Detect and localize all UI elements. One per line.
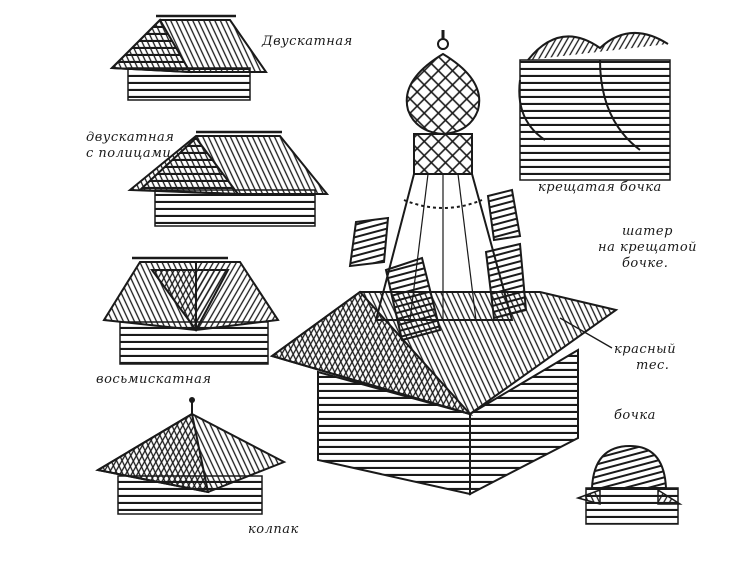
central-church-with-tent-and-dome	[269, 30, 619, 496]
gable-roof-with-shelves-house	[127, 130, 330, 227]
label-gable-with-shelves-line2: с полицами	[86, 146, 172, 161]
cross-barrel-roof-fragment	[518, 31, 671, 181]
label-gable: Двускатная	[262, 34, 353, 49]
eight-slope-roof-house	[102, 256, 280, 365]
label-barrel: бочка	[614, 408, 656, 423]
barrel-roof-house	[575, 444, 683, 525]
label-tent-line3: бочке.	[622, 256, 669, 271]
label-eight-slope: восьмискатная	[96, 372, 212, 387]
label-tent-line1: шатер	[622, 224, 673, 239]
cap-roof-house	[95, 397, 287, 515]
label-gable-with-shelves-line1: двускатная	[86, 130, 175, 145]
label-tent-line2: на крещатой	[598, 240, 698, 255]
label-cross-barrel: крещатая бочка	[538, 180, 662, 195]
label-cap: колпак	[248, 522, 299, 537]
gable-roof-house	[109, 14, 268, 101]
label-red-tes-line2: тес.	[636, 358, 670, 373]
label-red-tes-line1: красный	[614, 342, 677, 357]
